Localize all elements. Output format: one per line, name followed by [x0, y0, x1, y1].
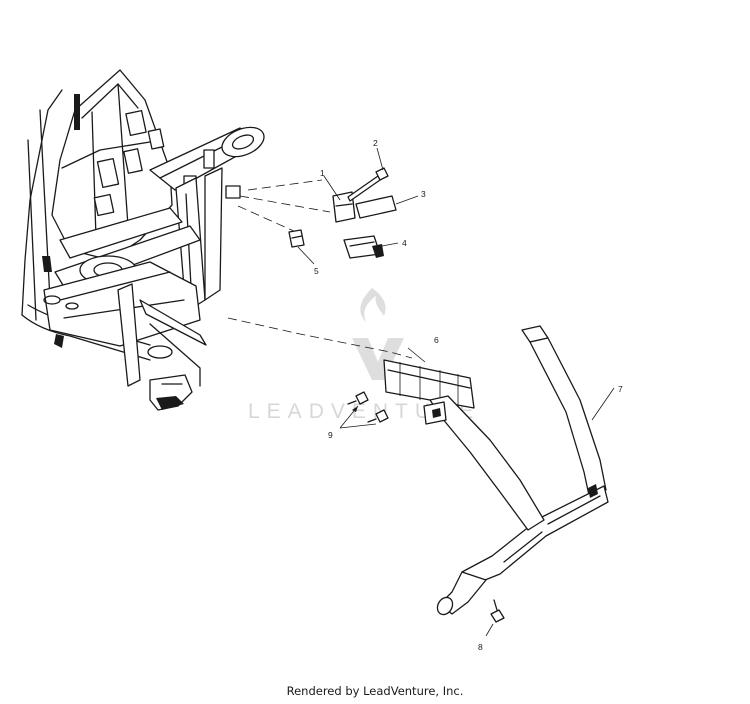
callout-9: 9 [328, 430, 333, 440]
vehicle-frame [21, 69, 265, 411]
part-6-front-plate [383, 347, 475, 409]
leadventure-flame-logo [352, 288, 404, 380]
callout-4: 4 [402, 238, 407, 248]
callout-1: 1 [320, 168, 325, 178]
callout-3: 3 [421, 189, 426, 199]
part-8-screw [485, 599, 505, 637]
assembly-lines [227, 179, 413, 359]
part-3-plate [355, 195, 419, 219]
part-5-clip-nut [288, 229, 315, 265]
callout-7: 7 [618, 384, 623, 394]
callout-5: 5 [314, 266, 319, 276]
watermark: LEADVENTURE [248, 288, 480, 423]
part-4-spacer-block [343, 235, 399, 259]
watermark-text: LEADVENTURE [248, 400, 480, 423]
callout-2: 2 [373, 138, 378, 148]
callout-labels: 1 2 3 4 5 6 7 8 9 [314, 138, 623, 652]
part-9-rivets [339, 391, 389, 429]
callout-8: 8 [478, 642, 483, 652]
part-7-bumper-bar [423, 325, 615, 616]
callout-6: 6 [434, 335, 439, 345]
footer-credit: Rendered by LeadVenture, Inc. [286, 684, 464, 698]
part-2-bolt [347, 147, 389, 202]
